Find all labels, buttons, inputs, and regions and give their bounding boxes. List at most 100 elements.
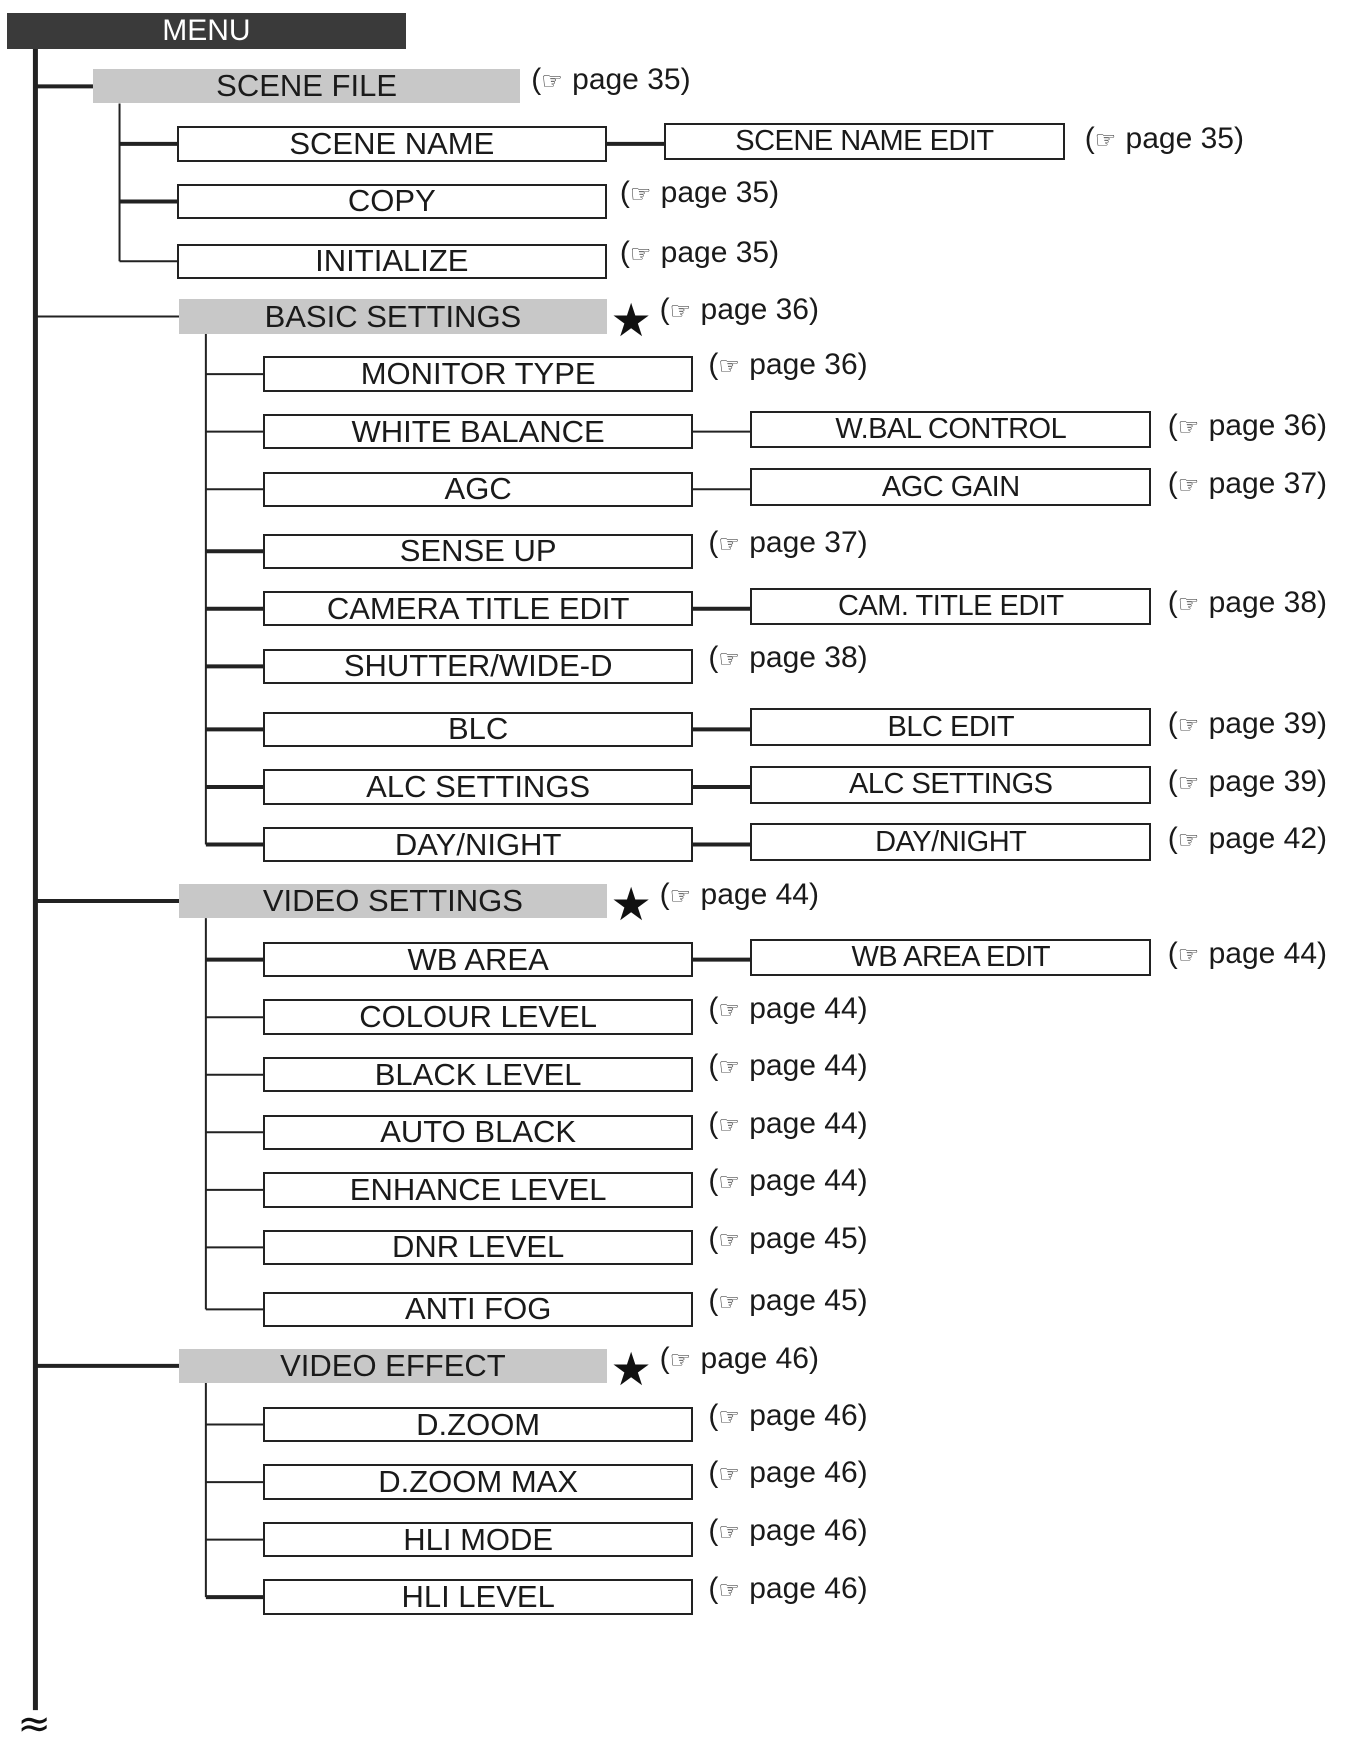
pointing-hand-icon: ☞ (718, 1169, 740, 1197)
ref-page-text: page 44 (1200, 937, 1318, 971)
section-page-ref: (☞ page 46) (660, 1342, 819, 1376)
item-page-ref: (☞ page 35) (1085, 122, 1244, 156)
menu-item-white-balance: WHITE BALANCE (263, 414, 693, 450)
item-page-ref: (☞ page 46) (708, 1456, 867, 1490)
ref-page-text: page 46 (692, 1342, 809, 1376)
item-page-ref: (☞ page 46) (708, 1514, 867, 1548)
pointing-hand-icon: ☞ (718, 1576, 740, 1604)
pointing-hand-icon: ☞ (718, 1461, 740, 1489)
section-page-ref: (☞ page 35) (531, 63, 690, 97)
ref-paren-open: ( (1167, 764, 1178, 798)
ref-paren-open: ( (708, 1221, 719, 1255)
menu-item-initialize: INITIALIZE (177, 243, 607, 279)
ref-paren-close: ) (1317, 822, 1328, 856)
ref-paren-open: ( (1167, 822, 1178, 856)
ref-paren-close: ) (769, 235, 780, 269)
ref-page-text: page 44 (692, 877, 809, 911)
pointing-hand-icon: ☞ (718, 1226, 740, 1254)
ref-paren-open: ( (531, 62, 542, 96)
menu-item-copy: COPY (177, 183, 607, 220)
pointing-hand-icon: ☞ (718, 1054, 740, 1082)
ref-paren-close: ) (769, 175, 780, 209)
continuation-break-mark: ≈ (17, 1701, 51, 1747)
ref-paren-close: ) (857, 1106, 868, 1140)
menu-item-hli-mode: HLI MODE (263, 1522, 693, 1558)
submenu-day-night: DAY/NIGHT (750, 823, 1152, 862)
ref-paren-close: ) (857, 1221, 868, 1255)
menu-item-colour-level: COLOUR LEVEL (263, 999, 693, 1035)
item-page-ref: (☞ page 44) (708, 992, 867, 1026)
ref-page-text: page 44 (740, 1106, 858, 1140)
menu-item-wb-area: WB AREA (263, 942, 693, 978)
item-page-ref: (☞ page 39) (1168, 707, 1327, 741)
ref-page-text: page 35 (652, 235, 770, 269)
pointing-hand-icon: ☞ (1094, 126, 1117, 154)
section-basic-settings: BASIC SETTINGS (179, 299, 607, 334)
pointing-hand-icon: ☞ (1177, 942, 1200, 970)
pointing-hand-icon: ☞ (669, 882, 692, 910)
ref-paren-open: ( (708, 991, 719, 1025)
pointing-hand-icon: ☞ (1177, 414, 1200, 442)
item-page-ref: (☞ page 44) (708, 1049, 867, 1083)
item-page-ref: (☞ page 35) (620, 176, 779, 210)
submenu-alc-settings: ALC SETTINGS (750, 765, 1152, 804)
ref-page-text: page 46 (740, 1398, 858, 1432)
menu-item-dnr-level: DNR LEVEL (263, 1229, 693, 1266)
ref-paren-open: ( (708, 640, 719, 674)
item-page-ref: (☞ page 45) (708, 1222, 867, 1256)
item-page-ref: (☞ page 39) (1168, 765, 1327, 799)
section-page-ref: (☞ page 36) (660, 293, 819, 327)
ref-paren-close: ) (1317, 409, 1328, 443)
ref-paren-close: ) (857, 1283, 868, 1317)
submenu-scene-name-edit: SCENE NAME EDIT (664, 122, 1065, 161)
ref-paren-close: ) (857, 1164, 868, 1198)
ref-paren-open: ( (708, 1513, 719, 1547)
pointing-hand-icon: ☞ (1177, 712, 1200, 740)
ref-paren-close: ) (857, 1513, 868, 1547)
pointing-hand-icon: ☞ (541, 67, 563, 95)
pointing-hand-icon: ☞ (718, 1288, 740, 1316)
item-page-ref: (☞ page 37) (708, 526, 867, 560)
pointing-hand-icon: ☞ (718, 530, 740, 558)
ref-paren-close: ) (680, 62, 691, 96)
item-page-ref: (☞ page 46) (708, 1572, 867, 1606)
ref-page-text: page 35 (1117, 121, 1234, 155)
asterisk-mark-icon: ★ (610, 292, 652, 347)
ref-page-text: page 44 (740, 1164, 858, 1198)
ref-page-text: page 36 (692, 293, 809, 327)
item-page-ref: (☞ page 38) (1168, 586, 1327, 620)
ref-paren-close: ) (1317, 937, 1328, 971)
ref-page-text: page 36 (1200, 409, 1318, 443)
ref-paren-close: ) (1317, 764, 1328, 798)
ref-page-text: page 38 (1200, 586, 1318, 620)
item-page-ref: (☞ page 42) (1168, 822, 1327, 856)
ref-page-text: page 39 (1200, 764, 1318, 798)
pointing-hand-icon: ☞ (629, 240, 652, 268)
ref-paren-close: ) (857, 348, 868, 382)
menu-item-d-zoom: D.ZOOM (263, 1407, 693, 1443)
ref-paren-open: ( (619, 175, 630, 209)
ref-page-text: page 45 (740, 1283, 858, 1317)
ref-page-text: page 46 (740, 1571, 858, 1605)
menu-item-auto-black: AUTO BLACK (263, 1114, 693, 1150)
ref-paren-close: ) (808, 293, 819, 327)
submenu-agc-gain: AGC GAIN (750, 468, 1152, 506)
ref-paren-close: ) (1317, 707, 1328, 741)
item-page-ref: (☞ page 38) (708, 641, 867, 675)
ref-paren-close: ) (1317, 586, 1328, 620)
pointing-hand-icon: ☞ (1177, 827, 1200, 855)
ref-paren-open: ( (1167, 937, 1178, 971)
item-page-ref: (☞ page 44) (708, 1164, 867, 1198)
ref-page-text: page 39 (1200, 707, 1318, 741)
ref-page-text: page 35 (652, 175, 770, 209)
ref-paren-close: ) (857, 1456, 868, 1490)
item-page-ref: (☞ page 36) (708, 348, 867, 382)
ref-paren-open: ( (1167, 409, 1178, 443)
pointing-hand-icon: ☞ (669, 1347, 692, 1375)
ref-paren-close: ) (1234, 121, 1244, 155)
pointing-hand-icon: ☞ (1177, 769, 1200, 797)
ref-paren-open: ( (659, 293, 670, 327)
pointing-hand-icon: ☞ (1177, 471, 1200, 499)
menu-item-alc-settings: ALC SETTINGS (263, 769, 693, 805)
